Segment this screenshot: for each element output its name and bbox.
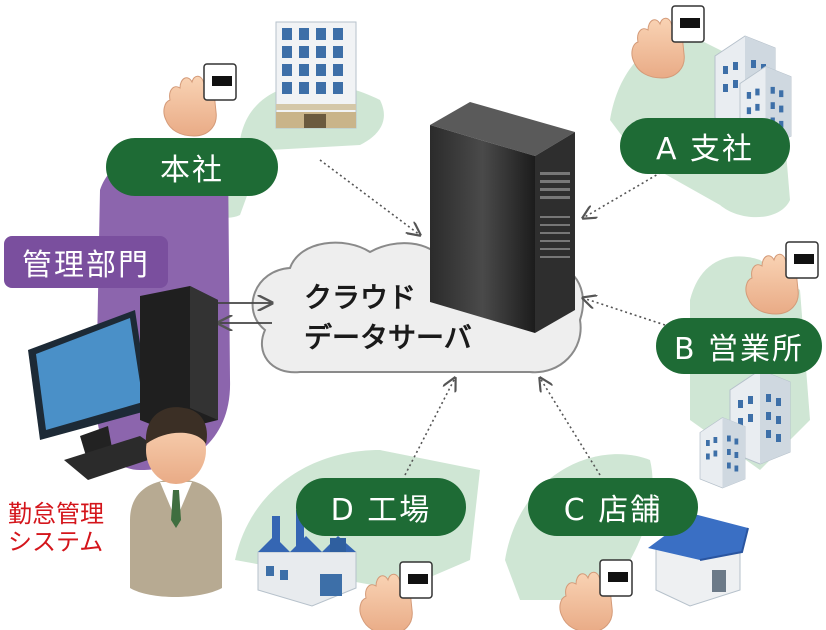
node-tenpo-c-label: C 店舗 bbox=[563, 493, 663, 528]
cloud-label-line1: クラウド bbox=[304, 281, 417, 314]
cloud-data-server-label: クラウド データサーバ bbox=[304, 278, 472, 358]
hand-card-reader-icon-eigyosho-b bbox=[745, 241, 819, 315]
attendance-system-label: 勤怠管理 システム bbox=[8, 500, 104, 556]
person-icon bbox=[130, 407, 222, 597]
node-kojo-d: D 工場 bbox=[296, 478, 466, 536]
node-tenpo-c: C 店舗 bbox=[528, 478, 698, 536]
admin-department-label: 管理部門 bbox=[4, 236, 168, 288]
connector-honsha bbox=[319, 159, 420, 235]
building-icon-honsha bbox=[275, 21, 357, 129]
connectors bbox=[319, 159, 666, 476]
attendance-system-line2: システム bbox=[8, 528, 104, 556]
admin-connector bbox=[218, 303, 272, 323]
node-shisha-a-label: A 支社 bbox=[655, 132, 755, 167]
server-icon bbox=[430, 102, 575, 333]
attendance-system-line1: 勤怠管理 bbox=[8, 500, 104, 528]
admin-department-text: 管理部門 bbox=[22, 248, 150, 283]
node-honsha-label: 本社 bbox=[160, 153, 224, 188]
cloud-label-line2: データサーバ bbox=[304, 321, 472, 354]
node-eigyosho-b: B 営業所 bbox=[656, 318, 822, 374]
hand-card-reader-icon-honsha bbox=[163, 63, 237, 137]
node-kojo-d-label: D 工場 bbox=[330, 493, 432, 528]
node-shisha-a: A 支社 bbox=[620, 118, 790, 174]
shop-icon bbox=[648, 514, 749, 607]
connector-shisha-a bbox=[583, 169, 666, 218]
pc-icon bbox=[28, 286, 218, 480]
factory-icon bbox=[257, 510, 357, 607]
connector-kojo-d bbox=[404, 378, 455, 476]
node-eigyosho-b-label: B 営業所 bbox=[673, 332, 805, 367]
connector-eigyosho-b bbox=[583, 298, 666, 326]
connector-tenpo-c bbox=[540, 378, 601, 476]
node-honsha: 本社 bbox=[106, 138, 278, 196]
